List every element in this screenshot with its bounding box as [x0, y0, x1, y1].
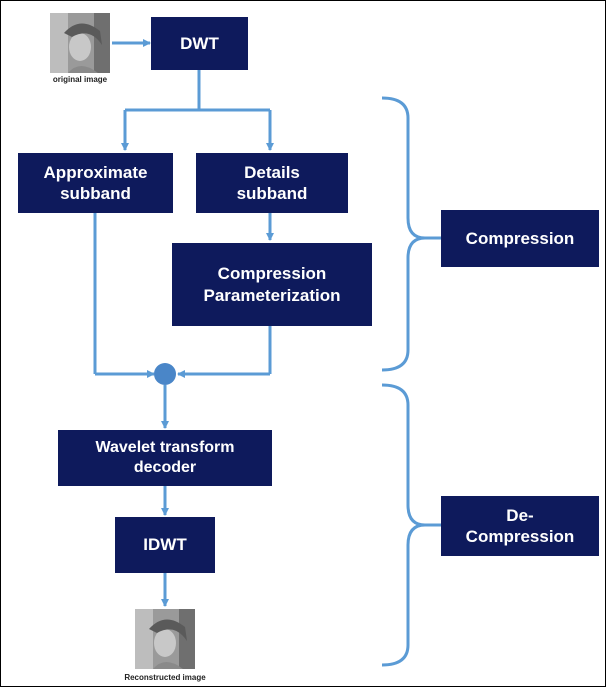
- idwt-box: IDWT: [115, 517, 215, 573]
- original-image-caption: original image: [52, 75, 108, 84]
- compression-parameterization-box: Compression Parameterization: [172, 243, 372, 326]
- approximate-subband-box: Approximate subband: [18, 153, 173, 213]
- wavelet-decoder-box: Wavelet transform decoder: [58, 430, 272, 486]
- decompression-box: De-Compression: [441, 496, 599, 556]
- dwt-box: DWT: [151, 17, 248, 70]
- reconstructed-image-thumbnail: [135, 609, 195, 669]
- details-subband-box: Details subband: [196, 153, 348, 213]
- original-image-thumbnail: [50, 13, 110, 73]
- reconstructed-image-caption: Reconstructed image: [124, 673, 206, 682]
- compression-brace: [381, 96, 426, 372]
- decompression-brace: [381, 383, 426, 667]
- summation-node: [154, 363, 176, 385]
- compression-box: Compression: [441, 210, 599, 267]
